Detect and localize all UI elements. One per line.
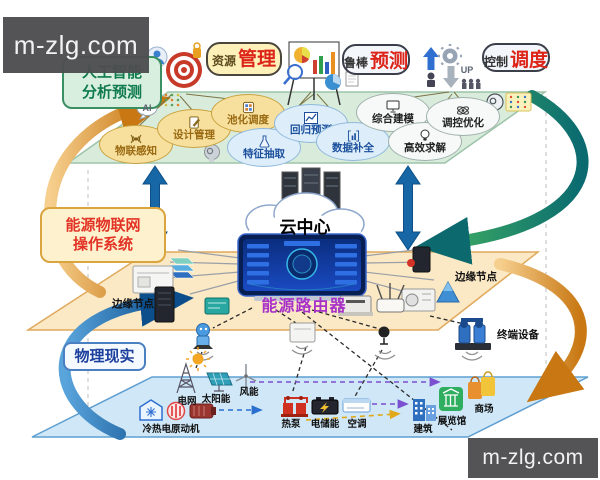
air-conditioner-icon bbox=[342, 398, 371, 413]
bulb-icon bbox=[420, 129, 430, 141]
physical-layer-title-text: 物理现实 bbox=[74, 347, 135, 365]
router-fan-lines bbox=[165, 249, 435, 295]
edge-node-left-label: 边缘节点 bbox=[112, 298, 154, 310]
item-label-grid: 电网 bbox=[177, 396, 197, 407]
os-layer-title-line1: 能源物联网 bbox=[65, 216, 141, 234]
building-icon bbox=[413, 399, 436, 421]
badge-robust-forecast: 鲁棒 预测 bbox=[342, 44, 410, 75]
item-label-cchp: 冷热电原动机 bbox=[142, 424, 200, 435]
dot-grid-icon bbox=[164, 93, 180, 107]
oval-label: 高效求解 bbox=[404, 142, 446, 155]
cycle-arrow-right-top bbox=[416, 90, 589, 265]
badge-control-dispatch: 控制 调度 bbox=[482, 43, 550, 72]
edge-node-right-label: 边缘节点 bbox=[455, 271, 497, 283]
pencil-icon bbox=[188, 116, 200, 129]
item-label-battery: 电储能 bbox=[310, 419, 340, 430]
sync-arrow-right bbox=[395, 165, 421, 251]
badge-accent: 管理 bbox=[238, 49, 277, 70]
oval-label: 池化调度 bbox=[227, 114, 269, 127]
brain-head-icon bbox=[204, 144, 220, 162]
atom-icon bbox=[457, 106, 469, 115]
wind-turbine-icon bbox=[235, 364, 257, 393]
control-dispatch-icon bbox=[423, 44, 481, 89]
pool-icon bbox=[242, 102, 254, 114]
mall-bags-icon bbox=[468, 371, 495, 399]
cchp-unit-icon bbox=[139, 399, 216, 421]
ai-layer-title-line2: 分析预测 bbox=[81, 83, 142, 101]
item-label-exhibition: 展览馆 bbox=[437, 416, 467, 427]
cloud-center-label: 云中心 bbox=[279, 218, 331, 237]
oval-label: 特征抽取 bbox=[243, 148, 285, 161]
sun-icon bbox=[186, 347, 210, 371]
solar-panel-icon bbox=[206, 372, 233, 392]
flask-icon bbox=[259, 135, 269, 148]
watermark-bottom-right: m-zlg.com bbox=[468, 438, 598, 478]
item-label-building: 建筑 bbox=[413, 424, 433, 435]
wifi-waves-icon bbox=[192, 345, 483, 361]
monitor-icon bbox=[386, 100, 400, 113]
watermark-top-left: m-zlg.com bbox=[3, 17, 149, 73]
badge-prefix: 控制 bbox=[484, 55, 509, 69]
oval-regulation-optimization: 调控优化 bbox=[426, 97, 500, 136]
oval-label: 数据补全 bbox=[332, 141, 374, 154]
line-chart-icon bbox=[304, 111, 318, 124]
item-label-solar: 太阳能 bbox=[201, 394, 231, 405]
heat-pump-icon bbox=[281, 396, 308, 417]
forecast-chart-icon bbox=[283, 41, 359, 106]
physical-layer-title: 物理现实 bbox=[63, 342, 146, 371]
cycle-arrow-left-top bbox=[44, 88, 172, 298]
oval-label: 回归预测 bbox=[290, 123, 332, 136]
oval-label: 综合建模 bbox=[372, 113, 414, 126]
oval-label: 物联感知 bbox=[115, 144, 157, 157]
edge-node-left-devices bbox=[132, 257, 230, 323]
item-label-ac: 空调 bbox=[347, 419, 367, 430]
oval-label: 调控优化 bbox=[442, 117, 484, 130]
head-gear-icon bbox=[486, 92, 532, 112]
dashed-connectors bbox=[195, 307, 461, 431]
battery-storage-icon bbox=[311, 397, 339, 415]
exhibition-hall-icon bbox=[439, 387, 463, 411]
field-devices bbox=[193, 318, 491, 350]
energy-router-panel bbox=[237, 233, 367, 301]
up-text: UP bbox=[460, 65, 474, 75]
badge-resource-management: 资源 管理 bbox=[206, 42, 282, 76]
os-layer-title-line2: 操作系统 bbox=[72, 236, 133, 253]
badge-prefix: 鲁棒 bbox=[344, 56, 369, 70]
cycle-arrow-right-bottom bbox=[494, 258, 587, 403]
edge-node-right-devices bbox=[338, 246, 460, 316]
oval-label: 设计管理 bbox=[173, 129, 215, 142]
item-label-wind: 风能 bbox=[239, 387, 259, 398]
data-icon bbox=[347, 130, 359, 142]
ai-bubble-text: AI bbox=[142, 103, 152, 113]
os-layer-title: 能源物联网 操作系统 bbox=[40, 207, 166, 263]
item-label-mall: 商场 bbox=[474, 404, 494, 415]
energy-router-label: 能源路由器 bbox=[261, 298, 347, 315]
energy-flow-arrows bbox=[210, 377, 441, 421]
badge-accent: 预测 bbox=[370, 51, 409, 72]
antenna-icon bbox=[130, 134, 142, 144]
power-grid-icon bbox=[176, 361, 196, 394]
badge-prefix: 资源 bbox=[211, 54, 236, 68]
terminal-devices-label: 终端设备 bbox=[497, 329, 539, 341]
badge-accent: 调度 bbox=[510, 50, 549, 71]
item-label-heat-pump: 热泵 bbox=[281, 419, 301, 430]
